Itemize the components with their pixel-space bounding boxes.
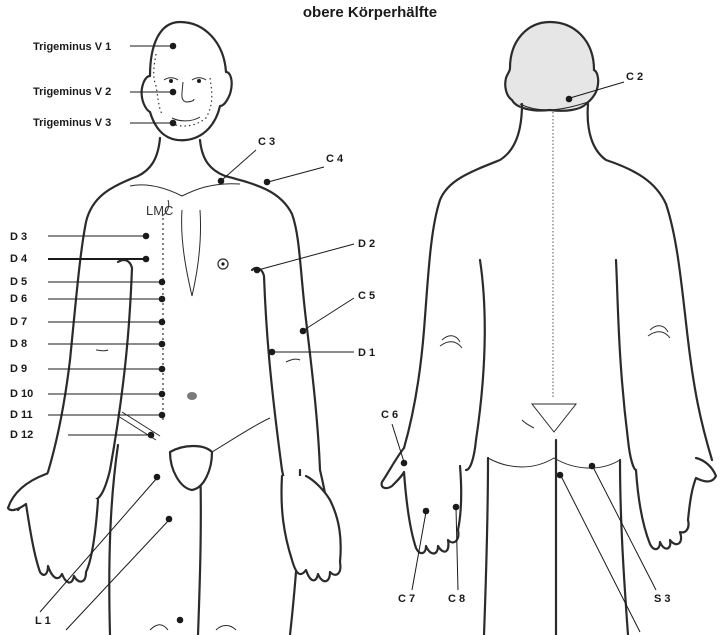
point-c5: [300, 328, 307, 335]
point-s3-b: [557, 472, 564, 479]
point-d5: [159, 279, 166, 286]
back-sacral-triangle: [532, 404, 576, 432]
diagram-title: obere Körperhälfte: [303, 4, 437, 21]
front-groin: [170, 446, 212, 490]
point-trigeminus-v2: [170, 89, 177, 96]
point-c4: [264, 179, 271, 186]
label-c6: C 6: [381, 409, 398, 421]
back-right-hand: [636, 458, 716, 549]
point-c7: [423, 508, 430, 515]
leader-c5: [304, 298, 354, 330]
front-left-hand: [8, 474, 98, 583]
front-navel: [187, 392, 197, 400]
back-head: [505, 22, 598, 111]
point-d3: [143, 233, 150, 240]
point-d12: [148, 432, 155, 439]
point-d4: [143, 256, 150, 263]
label-l1: L 1: [35, 615, 51, 627]
label-d7: D 7: [10, 316, 27, 328]
label-d10: D 10: [10, 388, 33, 400]
point-l1-b: [166, 516, 173, 523]
front-groin-lines: [96, 350, 300, 630]
label-d9: D 9: [10, 363, 27, 375]
front-figure: LMC: [8, 22, 341, 635]
point-trigeminus-v1: [170, 43, 177, 50]
leader-c3: [222, 150, 256, 180]
point-c3: [218, 178, 225, 185]
label-d4: D 4: [10, 253, 28, 265]
point-c6: [401, 460, 408, 467]
label-s3: S 3: [654, 593, 671, 605]
midline-lmc-label: LMC: [146, 203, 173, 218]
front-right-hand: [281, 476, 340, 581]
label-trigeminus-v3: Trigeminus V 3: [33, 117, 111, 129]
point-d7: [159, 319, 166, 326]
label-trigeminus-v2: Trigeminus V 2: [33, 86, 111, 98]
point-trigeminus-v3: [170, 120, 177, 127]
label-d1: D 1: [358, 347, 375, 359]
point-d8: [159, 341, 166, 348]
back-right-arm-inner: [616, 260, 636, 470]
leader-c4: [268, 167, 324, 182]
label-trigeminus-v1: Trigeminus V 1: [33, 41, 111, 53]
label-d12: D 12: [10, 429, 33, 441]
point-d11: [159, 412, 166, 419]
point-d1: [269, 349, 276, 356]
label-d6: D 6: [10, 293, 27, 305]
point-l1-c: [177, 617, 184, 624]
front-left-eye: [169, 79, 173, 83]
back-buttocks-line: [488, 458, 620, 468]
label-d8: D 8: [10, 338, 27, 350]
point-d10: [159, 391, 166, 398]
label-c7: C 7: [398, 593, 415, 605]
label-c3: C 3: [258, 136, 275, 148]
label-d3: D 3: [10, 231, 27, 243]
label-d2: D 2: [358, 238, 375, 250]
front-left-arm-inner: [94, 260, 132, 500]
label-c5: C 5: [358, 290, 375, 302]
point-s3-a: [589, 463, 596, 470]
front-nipple-center: [221, 262, 224, 265]
back-body-outline: [404, 104, 712, 460]
back-figure: [382, 22, 716, 635]
label-c2: C 2: [626, 71, 643, 83]
point-l1-a: [154, 474, 161, 481]
point-d9: [159, 366, 166, 373]
point-c8: [453, 504, 460, 511]
point-d6: [159, 296, 166, 303]
label-d5: D 5: [10, 276, 27, 288]
label-c8: C 8: [448, 593, 465, 605]
label-c4: C 4: [326, 153, 344, 165]
back-left-arm-inner: [466, 260, 485, 470]
back-legs: [484, 440, 628, 635]
label-d11: D 11: [10, 409, 33, 421]
point-c2: [566, 96, 573, 103]
leader-s3-b: [561, 476, 640, 632]
front-right-eye: [197, 79, 201, 83]
point-d2: [254, 267, 261, 274]
